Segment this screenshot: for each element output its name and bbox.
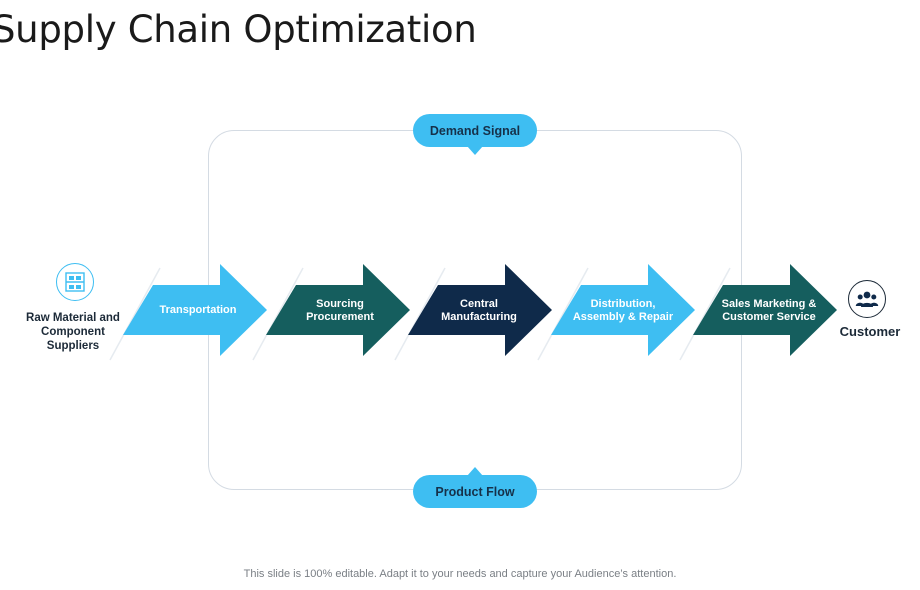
step-arrow-transportation (123, 264, 267, 356)
customer-label: Customer (839, 324, 901, 339)
product-flow-label: Product Flow (435, 484, 515, 499)
footer-note: This slide is 100% editable. Adapt it to… (243, 568, 677, 580)
people-group-glyph (855, 291, 879, 307)
arrow-shadow (109, 267, 161, 361)
step-arrow-central-manufacturing (408, 264, 552, 356)
warehouse-shelves-glyph (65, 272, 85, 292)
arrow-shadow (679, 267, 731, 361)
step-label-sourcing-procurement: Sourcing Procurement (306, 298, 374, 323)
demand-signal-label: Demand Signal (429, 123, 521, 138)
step-arrow-sourcing-procurement (266, 264, 410, 356)
slide-title: Supply Chain Optimization (0, 8, 477, 51)
callout-pointer (467, 467, 483, 476)
arrow-shadows (109, 267, 731, 361)
step-label-central-manufacturing: Central Manufacturing (441, 298, 517, 323)
step-label-distribution: Distribution, Assembly & Repair (572, 298, 674, 323)
step-arrow-distribution (551, 264, 695, 356)
suppliers-label: Raw Material and Component Suppliers (26, 312, 120, 352)
demand-signal-callout: Demand Signal (413, 114, 537, 155)
step-label-transportation: Transportation (159, 304, 237, 316)
arrow-shadow (537, 267, 589, 361)
people-group-icon (848, 280, 886, 318)
step-label-sales-marketing: Sales Marketing & Customer Service (721, 298, 817, 323)
product-flow-callout: Product Flow (413, 467, 537, 508)
step-arrow-sales-marketing (693, 264, 837, 356)
callout-pointer (467, 146, 483, 155)
arrow-shadow (252, 267, 304, 361)
arrow-shadow (394, 267, 446, 361)
warehouse-shelves-icon (56, 263, 94, 301)
